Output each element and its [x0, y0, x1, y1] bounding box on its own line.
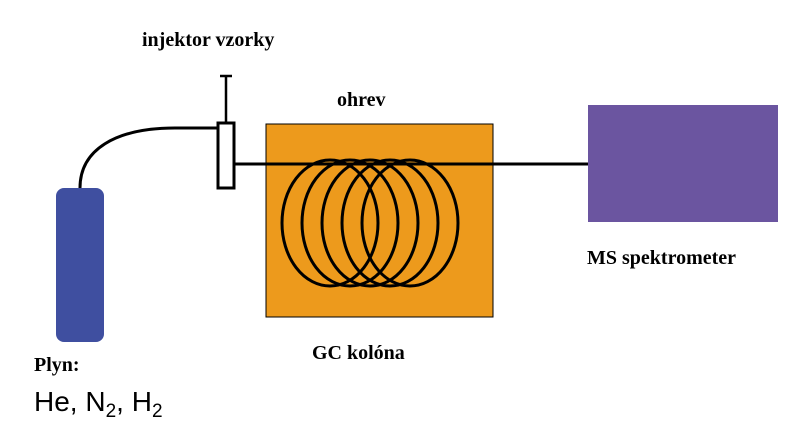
gas-he-n-text: He, N: [34, 386, 106, 417]
column-coil: [280, 158, 380, 288]
column-label: GC kolóna: [312, 342, 405, 364]
column-coil: [320, 158, 420, 288]
gas-h-text: , H: [116, 386, 152, 417]
ms-spectrometer-box: [588, 105, 778, 222]
column-coil: [300, 158, 400, 288]
gas-title-label: Plyn:: [34, 354, 80, 376]
column-coil: [360, 158, 460, 288]
gas-cylinder: [56, 188, 104, 342]
column-coils: [280, 158, 460, 288]
sample-injector: [216, 121, 236, 190]
gas-formula-label: He, N2, H2: [34, 386, 163, 422]
column-coil: [340, 158, 440, 288]
injector-label: injektor vzorky: [142, 29, 274, 51]
gas-supply-tube: [78, 126, 218, 189]
ms-label: MS spektrometer: [587, 247, 736, 269]
gas-n-subscript: 2: [106, 401, 117, 422]
heating-label: ohrev: [337, 89, 386, 111]
gas-h-subscript: 2: [152, 401, 163, 422]
